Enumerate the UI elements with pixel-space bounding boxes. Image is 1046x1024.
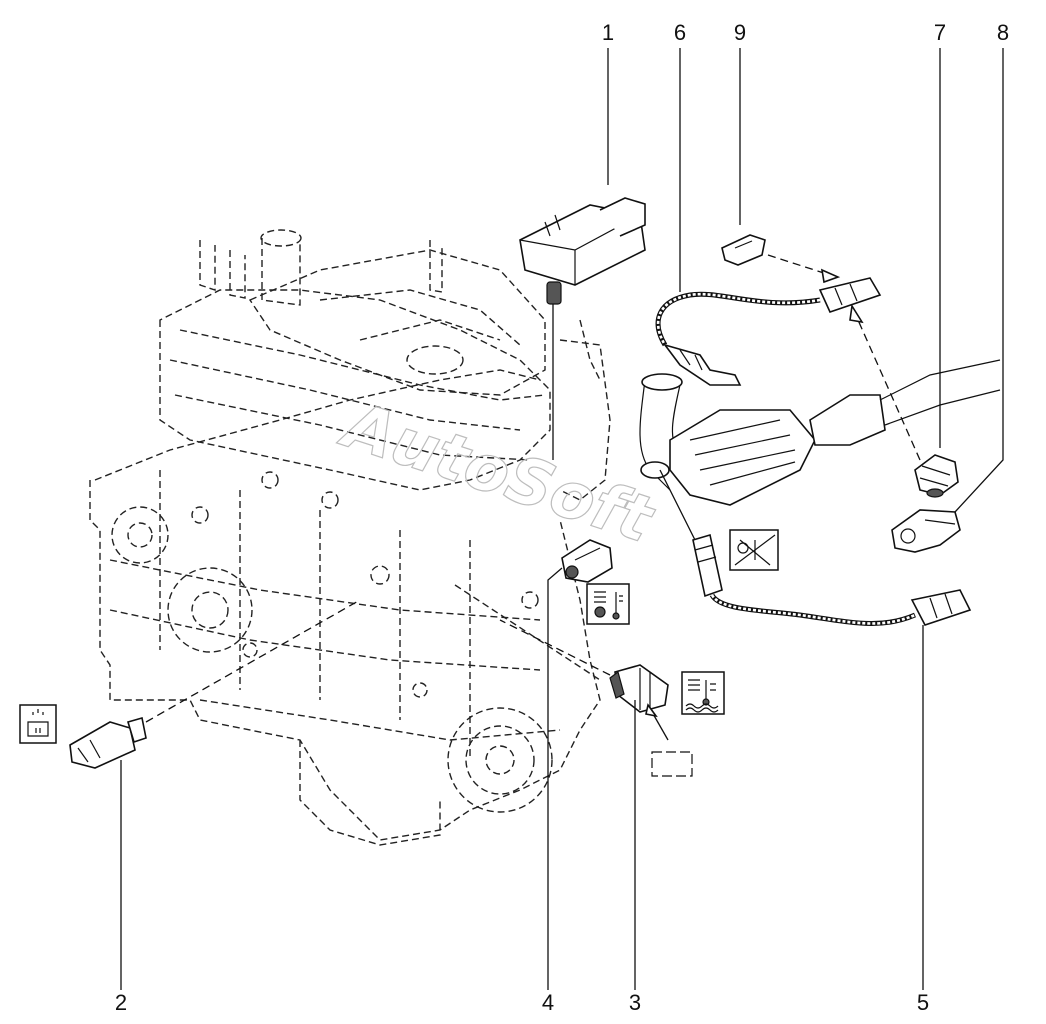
callout-8: 8 (997, 20, 1009, 45)
callout-6: 6 (674, 20, 686, 45)
callout-5: 5 (917, 990, 929, 1015)
part-5-oxygen-sensor-downstream (659, 469, 972, 990)
part-3-coolant-temperature-sensor (499, 619, 669, 990)
part-6-oxygen-sensor-upstream (655, 48, 882, 386)
callout-3: 3 (629, 990, 641, 1015)
part-4-air-temperature-sensor (547, 539, 613, 990)
oil-pressure-warning-icon (19, 704, 57, 744)
no-oxygen-sensor-icon (729, 529, 779, 571)
intake-air-temperature-icon (586, 583, 630, 625)
watermark: AutoSoft (331, 387, 663, 558)
callout-7: 7 (934, 20, 946, 45)
part-8-mounting-bracket (891, 48, 1004, 553)
exhaust-catalytic-converter (639, 359, 1001, 506)
coolant-temperature-icon (681, 671, 725, 715)
callout-1: 1 (602, 20, 614, 45)
part-1-pressure-sensor (519, 48, 646, 460)
callout-labels: 1 2 3 4 5 6 7 8 9 (115, 20, 1009, 1015)
part-9-connector-clip (721, 48, 841, 284)
callout-4: 4 (542, 990, 554, 1015)
callout-2: 2 (115, 990, 127, 1015)
part-2-oil-pressure-switch (69, 599, 361, 990)
not-applicable-frame-icon (651, 751, 693, 777)
callout-9: 9 (734, 20, 746, 45)
part-7-rubber-grommet (849, 48, 959, 498)
engine-block-outline (89, 229, 611, 846)
